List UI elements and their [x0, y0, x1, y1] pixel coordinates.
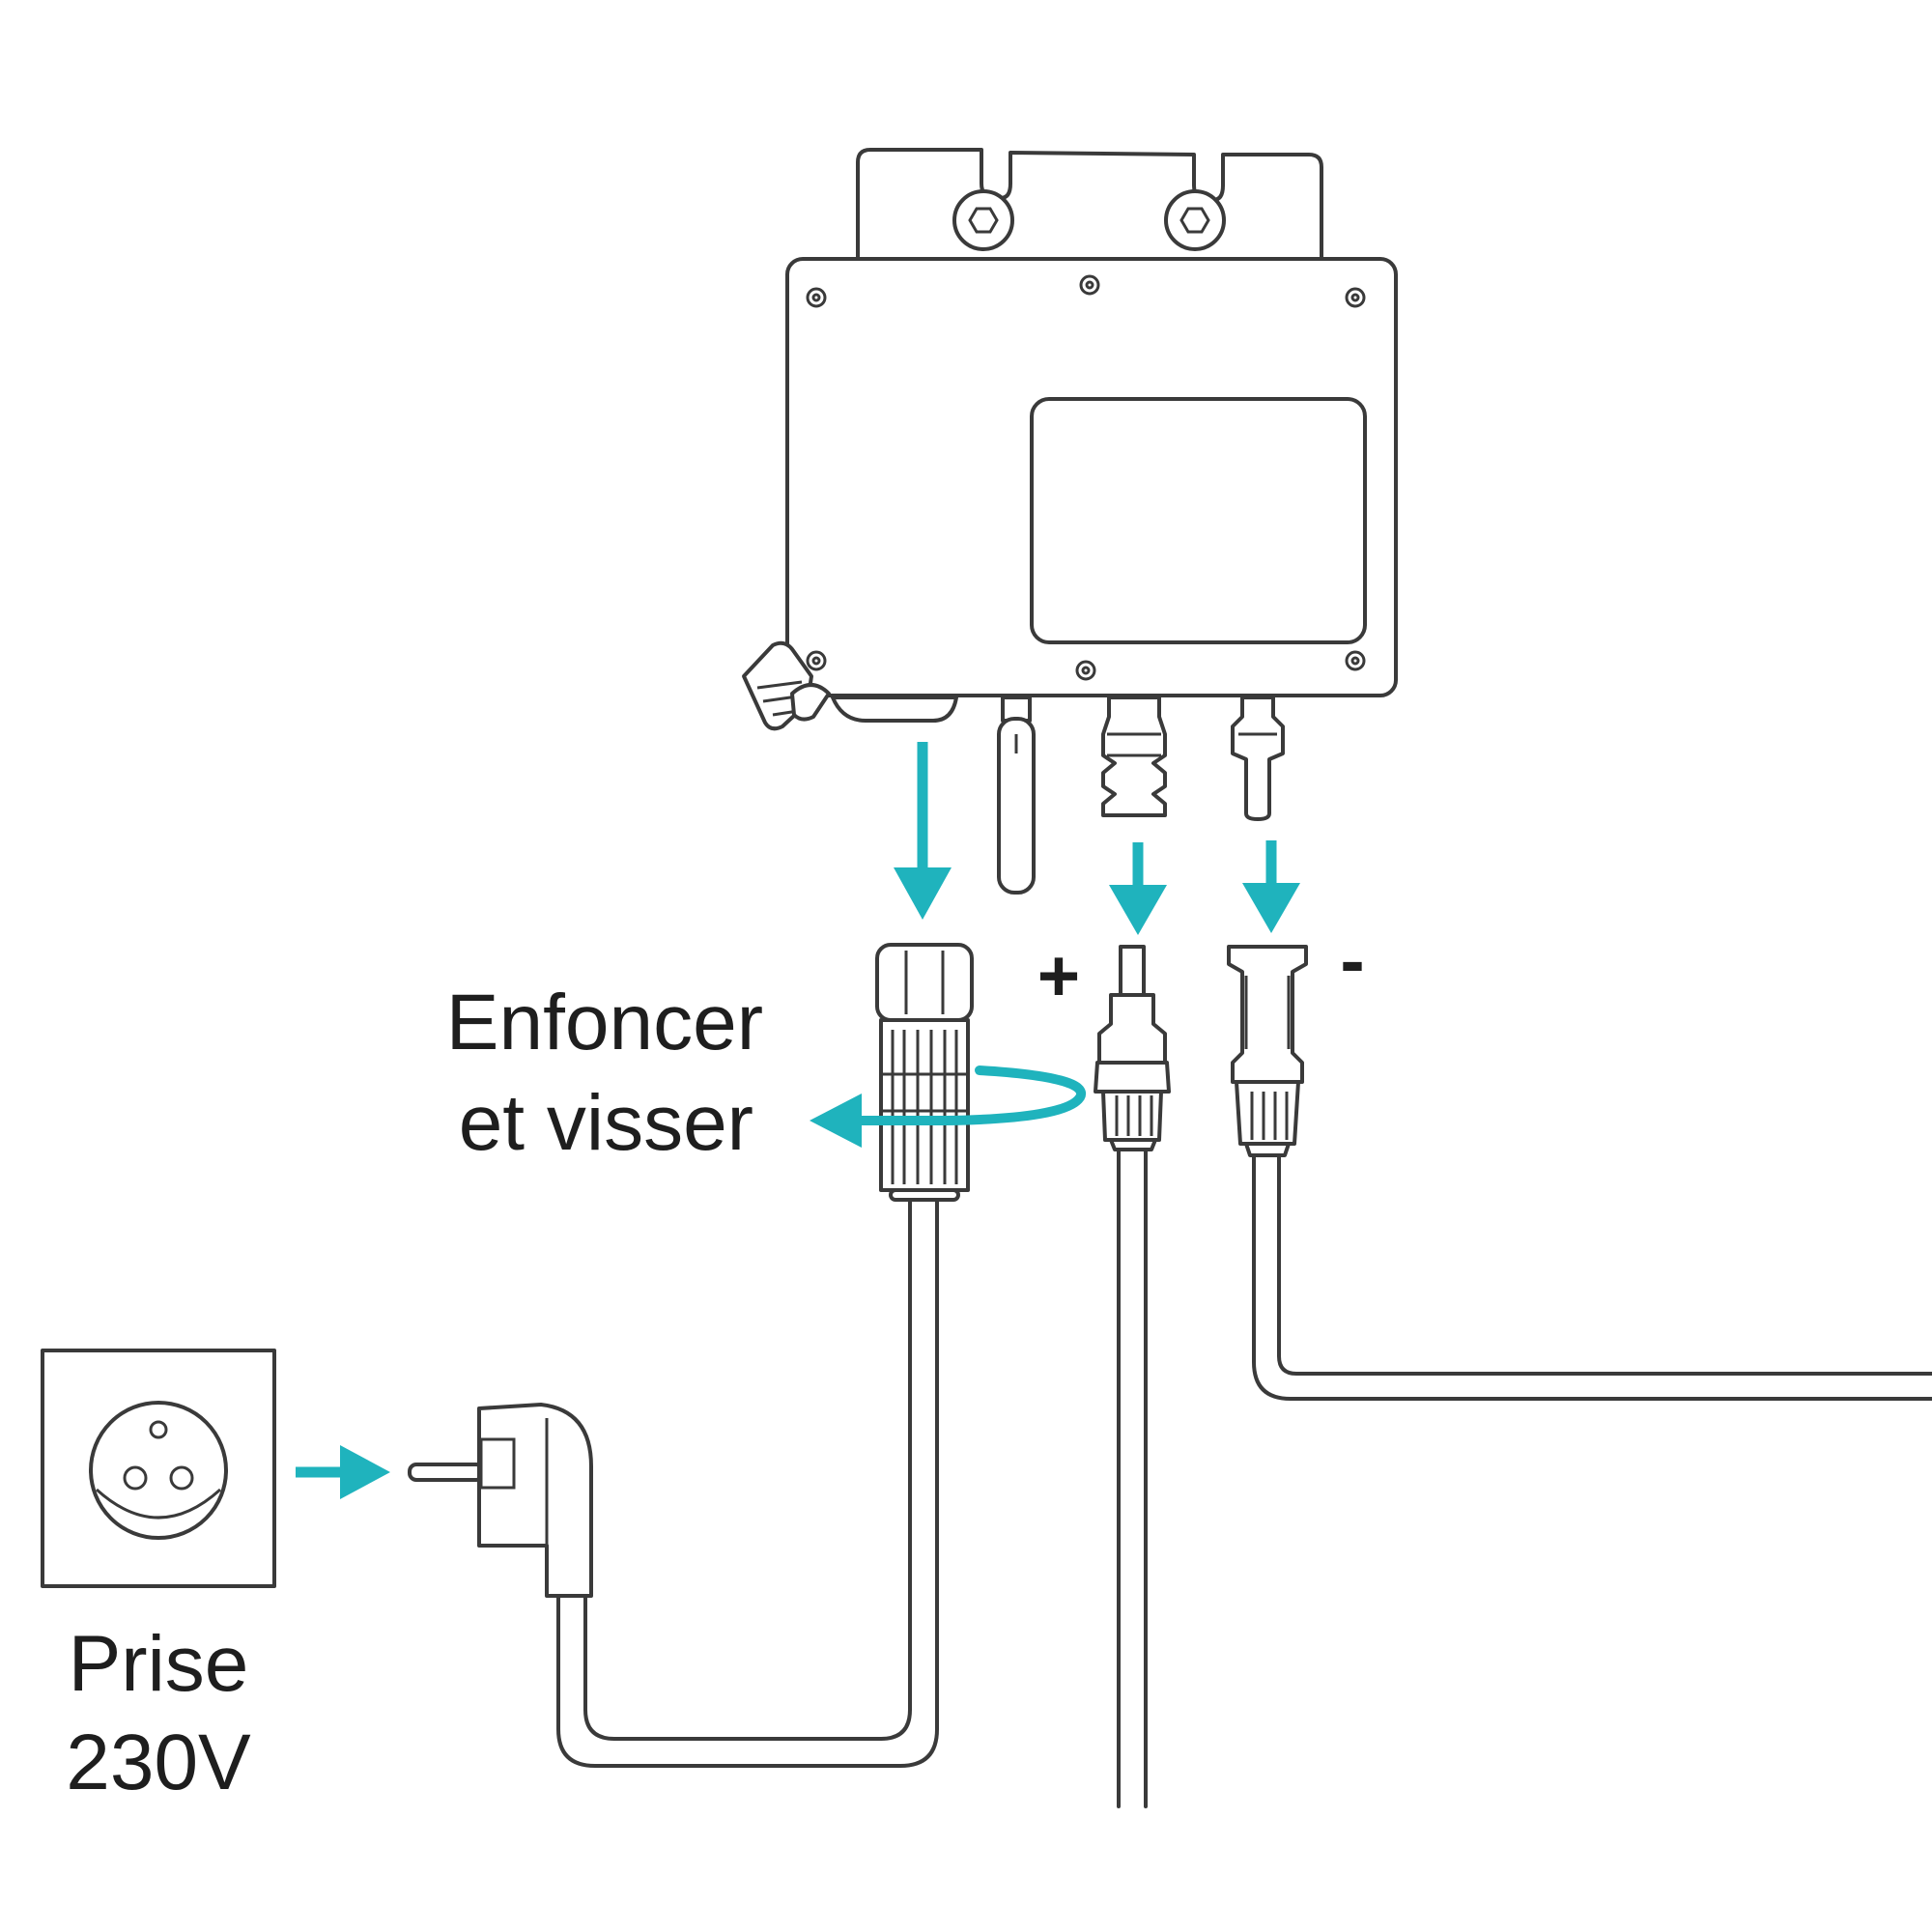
microinverter-icon [742, 148, 1398, 895]
wall-socket-icon [41, 1349, 276, 1588]
rotate-arrow-icon [810, 1065, 1087, 1148]
schuko-plug-icon [408, 1403, 593, 1598]
dc-minus-cable [1252, 1153, 1932, 1401]
ac-port-socket [831, 696, 958, 723]
ac-cable [556, 1198, 939, 1768]
instruction-line-1: Enfoncer [446, 979, 763, 1066]
down-arrow-icon [894, 742, 952, 920]
dc-minus-socket [1231, 696, 1285, 821]
instruction-line-2: et visser [459, 1079, 753, 1167]
bracket-bolt [1164, 189, 1226, 251]
outlet-label-line-2: 230V [66, 1719, 251, 1806]
antenna-icon [997, 696, 1036, 895]
plus-sign: + [1037, 935, 1080, 1017]
dc-plus-cable [1117, 1148, 1148, 1808]
inverter-label-plate [1030, 397, 1367, 644]
bracket-bolt [952, 189, 1014, 251]
right-arrow-icon [296, 1445, 390, 1499]
dc-plus-connector [1094, 945, 1171, 1151]
dc-minus-connector [1227, 945, 1308, 1157]
screw-icon [806, 274, 1366, 681]
dc-plus-socket [1101, 696, 1167, 817]
down-arrow-icon [1242, 840, 1300, 933]
ac-connector [875, 943, 974, 1202]
outlet-label-line-1: Prise [69, 1620, 249, 1708]
down-arrow-icon [1109, 842, 1167, 935]
minus-sign: - [1340, 920, 1364, 1002]
inverter-body [785, 257, 1398, 697]
ground-knob [742, 640, 831, 731]
